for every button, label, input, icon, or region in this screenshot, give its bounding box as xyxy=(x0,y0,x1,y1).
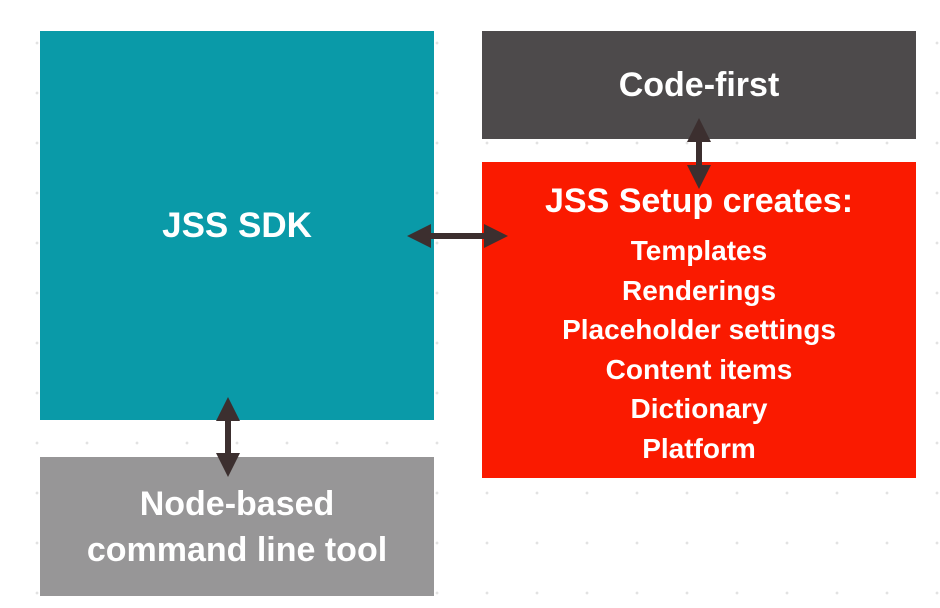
jss-setup-box: JSS Setup creates: Templates Renderings … xyxy=(482,162,916,478)
code-first-label: Code-first xyxy=(618,65,780,104)
setup-item-content-items: Content items xyxy=(605,353,793,385)
setup-item-dictionary: Dictionary xyxy=(630,393,768,424)
setup-item-templates: Templates xyxy=(630,235,768,266)
node-cli-label-line2: command line tool xyxy=(86,530,388,569)
jss-setup-list: Templates Renderings Placeholder setting… xyxy=(562,231,836,468)
setup-item-platform: Platform xyxy=(642,432,756,464)
jss-setup-title: JSS Setup creates: xyxy=(544,182,854,220)
node-cli-box: Node-based command line tool xyxy=(40,457,434,596)
jss-sdk-box: JSS SDK xyxy=(40,31,434,420)
jss-sdk-label: JSS SDK xyxy=(162,205,312,245)
node-cli-label-line1: Node-based xyxy=(139,484,335,523)
setup-item-placeholder-settings: Placeholder settings xyxy=(562,314,836,345)
code-first-box: Code-first xyxy=(482,31,916,139)
setup-item-renderings: Renderings xyxy=(621,274,777,306)
